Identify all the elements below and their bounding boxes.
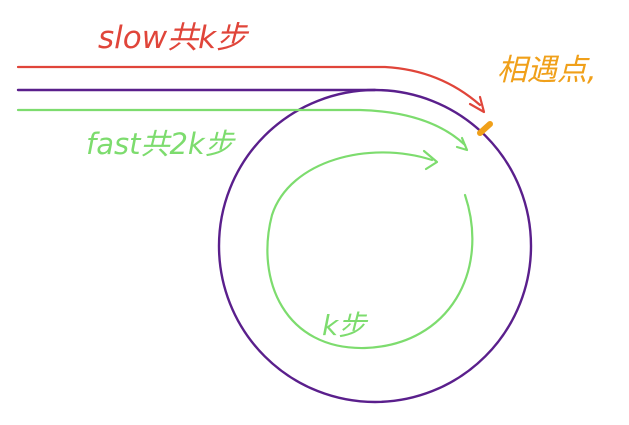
list-loop-circle: [217, 88, 533, 404]
loop-steps-label: k步: [322, 309, 368, 342]
fast-path: [16, 108, 467, 147]
fast-arrowhead: [455, 136, 469, 152]
meeting-point-label: 相遇点,: [497, 53, 597, 88]
slow-label: slow共k步: [98, 20, 250, 56]
slow-arrowhead: [468, 95, 486, 114]
slow-path: [16, 65, 482, 107]
inner-loop-arrowhead: [422, 149, 439, 171]
meeting-point-marker: [477, 121, 493, 136]
fast-label: fast共2k步: [86, 127, 237, 161]
inner-loop-arc: [266, 151, 474, 350]
